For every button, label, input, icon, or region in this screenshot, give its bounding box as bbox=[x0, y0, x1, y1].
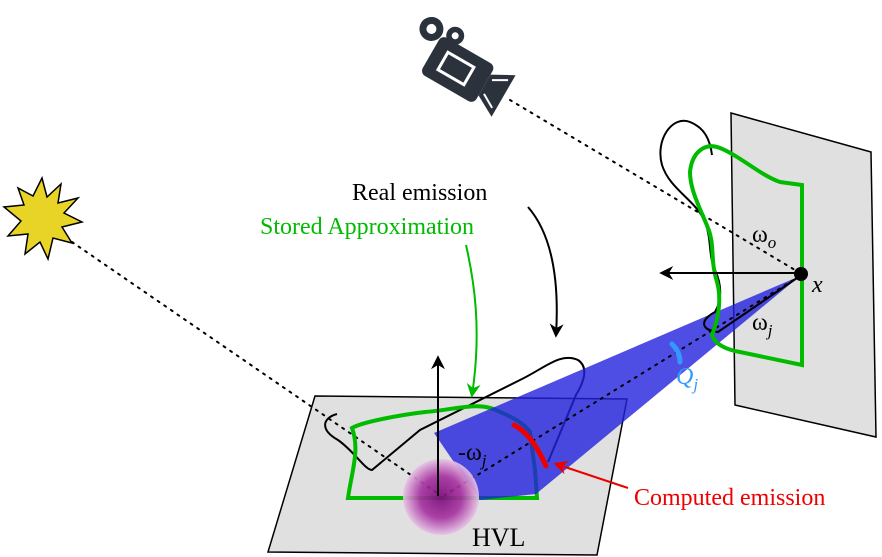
q-arc bbox=[669, 341, 683, 365]
point-x-label: x bbox=[811, 272, 823, 298]
hvl-sphere bbox=[403, 459, 479, 535]
cone-center-line bbox=[444, 275, 801, 496]
computed-emission-arrow bbox=[553, 460, 629, 489]
hvl-label: HVL bbox=[472, 523, 525, 552]
sun-icon bbox=[2, 175, 85, 262]
camera-icon bbox=[419, 16, 516, 117]
neg-omega-j-label: -ωj bbox=[458, 440, 487, 470]
real-emission-arrow bbox=[527, 206, 564, 338]
emission-cone bbox=[434, 276, 800, 500]
real-emission-floor-curve bbox=[324, 356, 586, 472]
stored-approx-wall-curve bbox=[687, 144, 804, 368]
q-j-label: Qj bbox=[676, 364, 698, 394]
computed-emission-label: Computed emission bbox=[634, 485, 825, 511]
point-x bbox=[794, 267, 808, 281]
stored-approximation-label: Stored Approximation bbox=[260, 214, 474, 240]
computed-emission-arc bbox=[511, 422, 549, 469]
light-path bbox=[71, 241, 441, 496]
real-emission-label: Real emission bbox=[352, 180, 487, 206]
stored-approx-arrow bbox=[465, 244, 481, 398]
omega-j-label: ωj bbox=[752, 310, 773, 340]
camera-path bbox=[509, 99, 801, 274]
omega-o-label: ωo bbox=[752, 222, 776, 252]
